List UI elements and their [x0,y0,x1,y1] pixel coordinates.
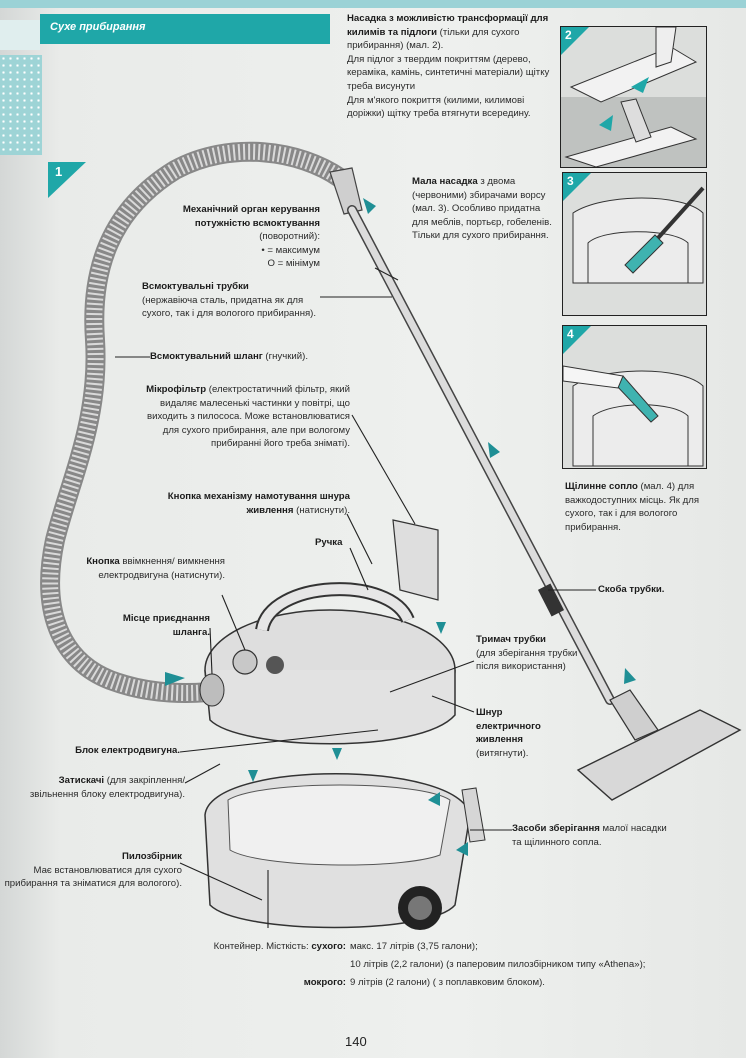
nozzle-description: Насадка з можливістю трансформації для к… [347,12,557,121]
tube-clip [537,583,565,617]
motor-block-label: Блок електродвигуна. [75,745,180,756]
section-title: Сухе прибирання [50,21,146,33]
cord-button-title: Кнопка механізму намотування шнура живле… [167,491,350,516]
tubes-description: Всмоктувальні трубки (нержавіюча сталь, … [142,280,322,321]
hose-socket [199,673,225,707]
container-wet-label: мокрого: [303,977,346,988]
crevice-description: Щілинне сопло (мал. 4) для важкодоступни… [565,480,715,534]
container-label: Контейнер. Місткість: [213,941,309,952]
handle-label: Ручка [315,537,343,548]
power-control-note: (поворотний): [259,231,320,243]
figure-4-number: 4 [567,327,574,341]
figure-4: 4 [562,325,707,469]
crevice-note: (мал. 4) для важкодоступних місць. Як дл… [565,481,700,533]
nozzle-note-3: Для м'якого покриття (килими, килимові д… [347,94,531,120]
power-button-note: вимкнення електродвигуна (натиснути). [98,556,225,581]
hose-socket-label: Місце приєднання шланга. [122,613,210,638]
dot-pattern-panel [0,55,42,155]
power-button-title: Кнопка [86,556,120,567]
figure-2-number: 2 [565,28,572,42]
dustbag-title: Пилозбірник [122,851,182,862]
dustbag-note: Має встановлюватися для сухого прибиранн… [4,864,182,890]
container-dry-2: 10 літрів (2,2 галони) (з паперовим пило… [350,959,646,970]
storage-title: Засоби зберігання [512,823,600,834]
container-dry-label: сухого: [311,941,346,952]
leader-lines [115,267,596,928]
container-dry-1: макс. 17 літрів (3,75 галони); [350,941,478,952]
microfilter-description: Мікрофільтр (електростатичний фільтр, як… [128,383,350,451]
cord-button-description: Кнопка механізму намотування шнура живле… [150,490,350,517]
tubes-note: (нержавіюча сталь, придатна як для сухог… [142,294,317,320]
storage-note: малої насадки та щілинного сопла. [512,823,667,848]
figure-3-number: 3 [567,174,574,188]
crevice-nozzle-part [461,787,486,843]
tubes-title: Всмоктувальні трубки [142,281,249,292]
tube-holder-note: (для зберігання трубки після використанн… [476,647,578,673]
power-control-description: Механічний орган керування потужністю вс… [140,203,320,271]
power-button-title-2: ввімкнення/ [119,556,175,567]
tube-holder-description: Тримач трубки (для зберігання трубки піс… [476,633,581,674]
figure-4-tag [563,326,591,354]
floor-nozzle [576,709,742,801]
arrows [165,198,636,856]
cord-note: (витягнути). [476,747,529,759]
small-nozzle-text: з двома (червоними) збирачами ворсу (мал… [412,176,552,242]
nozzle-note-1: (тільки для сухого прибирання) (мал. 2). [347,26,520,52]
handle-label-wrap: Ручка [315,536,375,550]
small-nozzle-title: Мала насадка [412,176,478,187]
top-teal-band [0,0,746,8]
figure-3: 3 [562,172,707,316]
page-number: 140 [345,1034,367,1049]
figure-3-tag [563,173,591,201]
hose-note: (гнучкий). [262,351,308,362]
dustbag-description: Пилозбірник Має встановлюватися для сухо… [0,850,182,891]
power-min: O = мінімум [267,258,320,270]
microfilter-shape [392,519,439,601]
crevice-title: Щілинне сопло [565,481,638,492]
cord-button-note: (натиснути). [293,504,350,516]
figure-2-tag [561,27,589,55]
hose-title: Всмоктувальний шланг [150,351,263,362]
hose-description: Всмоктувальний шланг (гнучкий). [150,350,360,364]
power-max: • = максимум [261,244,320,256]
power-knob [232,649,258,675]
cord-description: Шнур електричного живлення (витягнути). [476,706,566,760]
latches-title: Затискачі [58,775,105,786]
power-button-description: Кнопка ввімкнення/ вимкнення електродвиг… [60,555,225,582]
nozzle-note-2: Для підлог з твердим покриттям (дерево, … [347,53,550,92]
tube-holder-title: Тримач трубки [476,634,546,645]
figure-1-number: 1 [55,164,63,179]
power-control-title: Механічний орган керування потужністю вс… [182,204,320,229]
storage-description: Засоби зберігання малої насадки та щілин… [512,822,672,849]
cord-title: Шнур електричного живлення [476,707,541,746]
section-header: Сухе прибирання [40,14,330,44]
microfilter-title: Мікрофільтр [146,384,207,395]
corner-panel [0,20,40,50]
figure-2: 2 [560,26,707,168]
latches-note: (для закріплення/ звільнення блоку елект… [29,775,185,800]
clip-label: Скоба трубки. [598,584,665,595]
hose-handle [329,167,363,215]
figure-1-tag [48,162,86,198]
latches-description: Затискачі (для закріплення/ звільнення б… [20,774,185,801]
nozzle-title: Насадка з можливістю трансформації для к… [347,13,549,38]
small-nozzle-description: Мала насадка з двома (червоними) збирача… [412,175,552,243]
container-line-1: Контейнер. Місткість: сухого: [160,940,346,954]
container-wet: 9 літрів (2 галони) ( з поплавковим блок… [350,977,545,988]
microfilter-note: (електростатичний фільтр, який видаляє м… [147,384,350,450]
